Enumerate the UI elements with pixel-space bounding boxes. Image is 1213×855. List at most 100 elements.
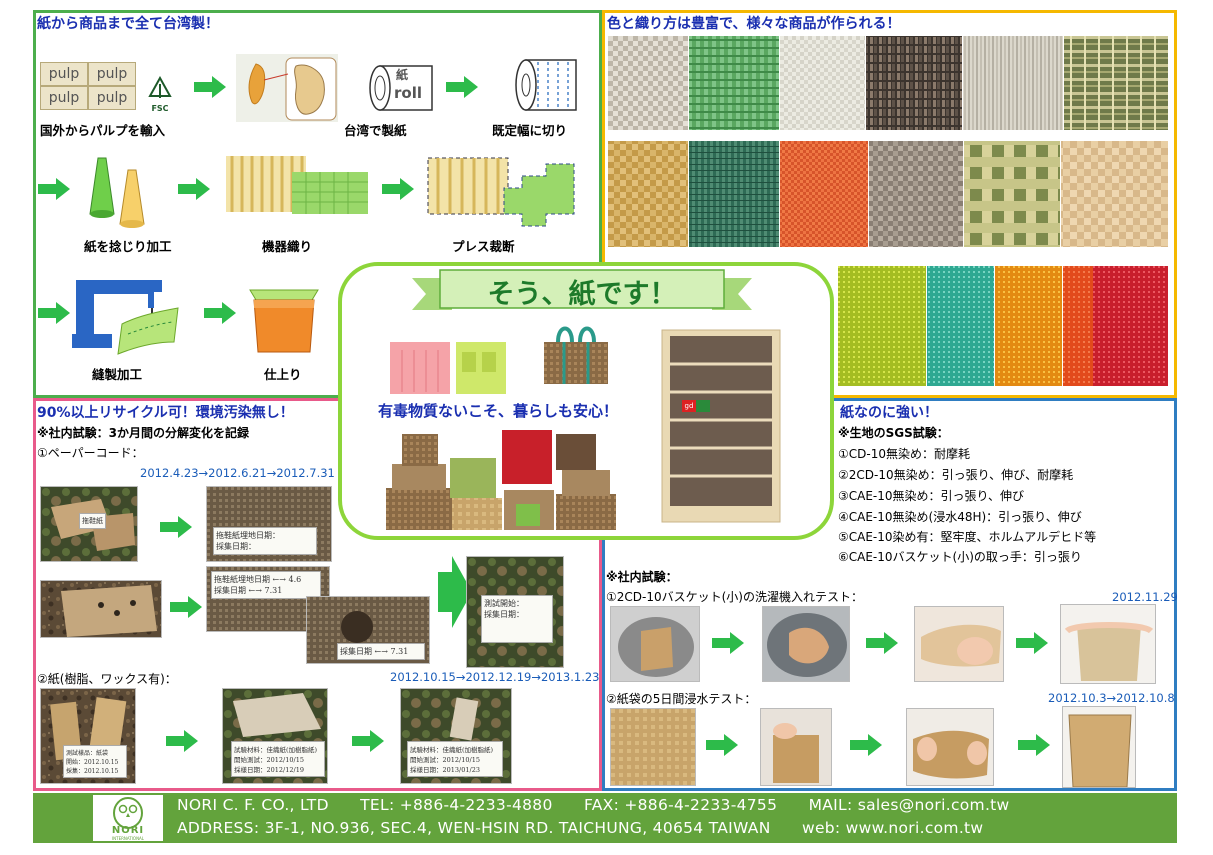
note-line: 測試開始： [484, 599, 524, 608]
press-cut-icon [427, 157, 575, 227]
fabric-swatch [964, 141, 1060, 247]
panel-title-recyclable: 90%以上リサイクル可！環境汚染無し！ [37, 405, 294, 421]
photo-washer-2 [762, 606, 850, 682]
taiwan-map-icon [248, 57, 337, 121]
fabric-swatch [869, 141, 963, 247]
note-line: 拖鞋紙埋地日期 ←→ 4.6 [214, 575, 302, 584]
arrow-right-icon [712, 632, 744, 654]
fabric-swatch [608, 141, 688, 247]
arrow-right-icon [1018, 734, 1050, 756]
pulp-box: pulp [40, 62, 88, 86]
soak-test-dates: 2012.10.3→2012.10.8 [1048, 691, 1175, 705]
machine-weave-image [226, 156, 368, 214]
gift-boxes-image [386, 424, 626, 532]
tote-bag-image [538, 320, 614, 386]
note-line: 試驗材料：佳織紙(加樹脂紙) [410, 746, 494, 754]
photo-washer-1 [610, 606, 700, 682]
press-cut-image [426, 156, 578, 230]
company-footer: NORI INTERNATIONAL NORI C. F. CO., LTD T… [33, 793, 1177, 843]
cut-roll-image [512, 56, 582, 116]
photo-paper-cord-start-2 [40, 580, 162, 638]
logo-subtext: INTERNATIONAL [111, 836, 145, 841]
photo-paper-cord-start: 拖鞋紙 [40, 486, 138, 562]
arrow-right-icon [382, 178, 414, 200]
pulp-boxes-image: pulp pulp pulp pulp [40, 58, 150, 112]
pulp-box: pulp [40, 86, 88, 110]
panel-recyclable [33, 398, 602, 791]
basket-photo [1061, 605, 1155, 683]
kraft-photo [611, 709, 695, 785]
bag-photo [1063, 707, 1135, 787]
fsc-text: FSC [151, 104, 169, 113]
arrow-right-icon [194, 76, 226, 98]
panel-made-in-taiwan [33, 10, 602, 398]
roll-label-roll: roll [394, 84, 422, 102]
yarn-cone-icon [89, 157, 145, 228]
step-label-import-pulp: 国外からパルプを輸入 [40, 123, 166, 138]
note-line: 採集日期 ←→ 7.31 [340, 647, 409, 656]
washing-test-date: 2012.11.29 [1112, 590, 1178, 604]
photo-soak-4 [1062, 706, 1136, 788]
sample-note: 採集日期 ←→ 7.31 [337, 643, 425, 660]
arrow-right-icon [866, 632, 898, 654]
weave-icon [226, 156, 368, 214]
cut-roll-icon [515, 59, 577, 111]
footer-address-line: ADDRESS: 3F-1, NO.936, SEC.4, WEN-HSIN R… [177, 819, 984, 837]
center-tagline: 有毒物質ないこそ、暮らしも安心！ [378, 402, 619, 420]
sample-note: 拖鞋紙 [79, 513, 106, 529]
soil-texture [41, 581, 161, 637]
fabric-swatch [689, 36, 779, 130]
arrow-right-icon [38, 302, 70, 324]
inhouse-test-title: ※社内試験： [606, 570, 678, 584]
gift-boxes-icon [386, 430, 616, 530]
arrow-right-icon [706, 734, 738, 756]
sgs-test-item: ②2CD-10無染め：引っ張り、伸び、耐摩耗 [838, 468, 1074, 482]
fabric-swatch [1093, 266, 1168, 386]
fabric-swatch [838, 266, 926, 386]
photo-soak-3 [906, 708, 994, 786]
footer-contact-line: NORI C. F. CO., LTD TEL: +886-4-2233-488… [177, 796, 1010, 814]
panel-title-strength: 紙なのに強い！ [840, 405, 938, 421]
shelf-icon [661, 329, 781, 523]
roll-label-kanji: 紙 [396, 68, 409, 82]
tote-bag-icon [544, 326, 608, 384]
fsc-logo: FSC [146, 75, 174, 113]
photo-paper-cord-mid-3: 採集日期 ←→ 7.31 [306, 596, 430, 664]
taiwan-map-image [236, 54, 338, 122]
sewing-machine-icon [72, 280, 179, 355]
title-ribbon: そう、紙です！ [412, 266, 752, 316]
step-label-machine-weave: 機器織り [262, 239, 313, 254]
sgs-test-item: ①CD-10無染め：耐摩耗 [838, 447, 970, 461]
sewing-machine-image [72, 272, 182, 356]
washer-photo [611, 607, 699, 681]
step-label-twist: 紙を捻じり加工 [84, 239, 172, 254]
panel-title-colors-weaves: 色と織り方は豊富で、様々な商品が作られる！ [607, 16, 901, 32]
fabric-swatches-grid [608, 36, 1168, 386]
sgs-test-item: ⑥CAE-10バスケット(小)の取っ手：引っ張り [838, 550, 1082, 564]
washer-photo [763, 607, 849, 681]
photo-soak-1 [610, 708, 696, 786]
hand-photo [915, 607, 1003, 681]
fabric-swatch [1061, 141, 1168, 247]
arrow-right-big-icon [438, 556, 472, 628]
step-label-sewing: 縫製加工 [92, 367, 143, 382]
photo-washer-3 [914, 606, 1004, 682]
test-item-resin-paper: ②紙(樹脂、ワックス有)： [37, 672, 177, 686]
note-line: 開始測試：2012/10/15 [234, 756, 304, 764]
panel-strength [602, 398, 1177, 791]
soak-test-label: ②紙袋の5日間浸水テスト： [606, 692, 757, 706]
sgs-test-item: ④CAE-10無染め(浸水48H)：引っ張り、伸び [838, 510, 1082, 524]
step-label-cut-width: 既定幅に切り [492, 123, 568, 138]
step-label-press-cut: プレス裁断 [452, 239, 515, 254]
owl-logo-icon [113, 797, 143, 829]
ribbon-title: そう、紙です！ [487, 278, 677, 310]
finished-basket-image [246, 284, 322, 354]
sgs-test-item: ③CAE-10無染め：引っ張り、伸び [838, 489, 1025, 503]
shelf-badge: gd [684, 402, 694, 410]
note-line: 試驗材料：佳織紙(加樹脂紙) [234, 746, 318, 754]
